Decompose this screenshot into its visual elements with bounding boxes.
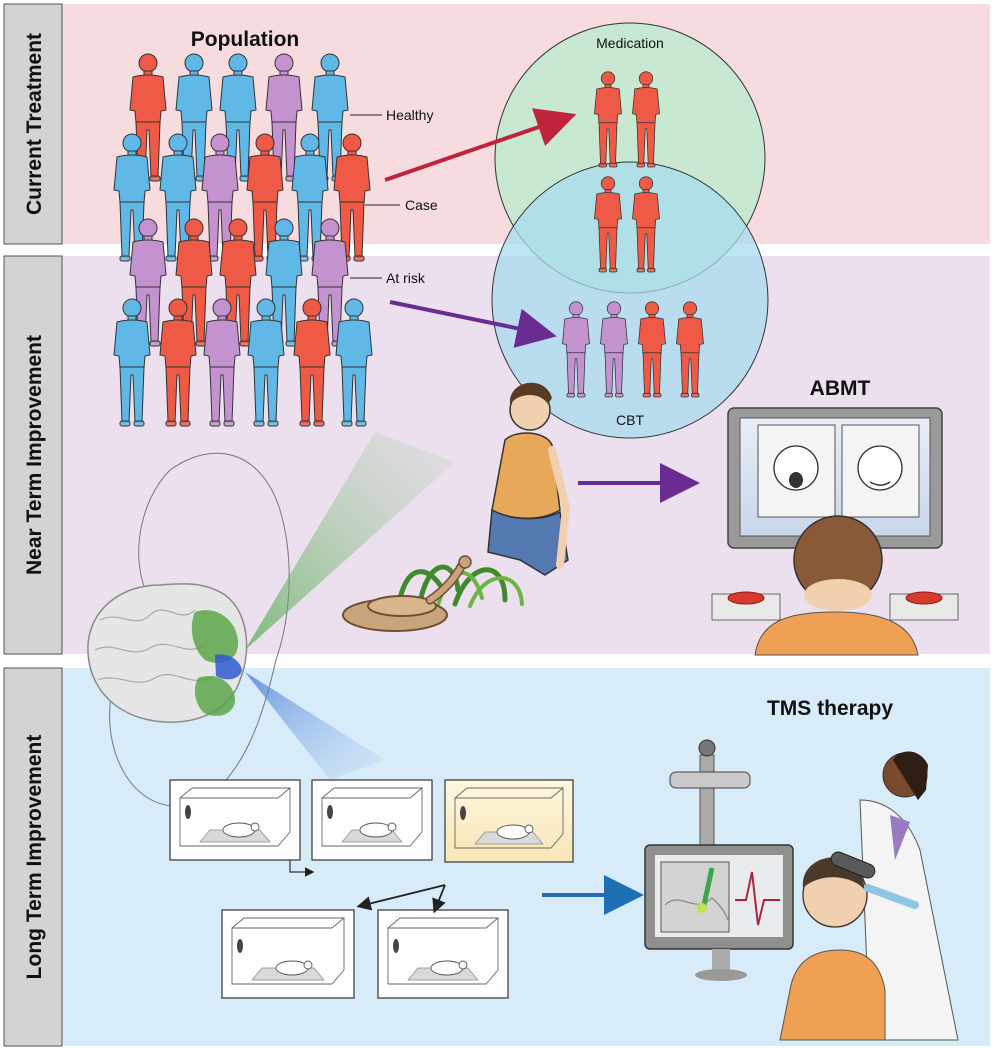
mouse-box-tone — [311, 779, 433, 861]
side-tab-near: Near Term Improvement — [3, 255, 63, 655]
snake-fear-scene — [342, 382, 571, 632]
mouse-box-baseline — [169, 779, 301, 861]
current-treatment-label: Current Treatment — [23, 33, 46, 215]
legend-healthy: Healthy — [386, 107, 433, 123]
box-arrow-3 — [432, 884, 446, 914]
abmt-title: ABMT — [810, 377, 871, 400]
mouse-box-extinction-1 — [221, 909, 355, 999]
mouse-box-extinction-2 — [377, 909, 509, 999]
green-beam — [245, 432, 455, 650]
abmt-setup — [711, 407, 959, 656]
tms-title: TMS therapy — [767, 697, 893, 720]
box-arrow-1 — [289, 860, 315, 877]
fear-conditioning-boxes — [169, 779, 574, 999]
legend-at-risk: At risk — [386, 270, 426, 286]
arrow-to-cbt — [389, 300, 557, 348]
side-tab-long: Long Term Improvement — [3, 667, 63, 1047]
long-term-label: Long Term Improvement — [23, 735, 46, 980]
cbt-label: CBT — [616, 412, 644, 428]
cbt-circle — [491, 161, 769, 439]
tms-setup — [644, 739, 959, 1041]
mouse-box-shock — [444, 779, 574, 863]
legend-case: Case — [405, 197, 438, 213]
arrow-to-medication — [384, 108, 577, 182]
side-tab-current: Current Treatment — [3, 3, 63, 245]
box-arrow-2 — [356, 884, 446, 911]
blue-beam — [245, 672, 385, 780]
population-title: Population — [191, 28, 300, 51]
medication-label: Medication — [596, 35, 664, 51]
near-term-label: Near Term Improvement — [23, 335, 46, 575]
